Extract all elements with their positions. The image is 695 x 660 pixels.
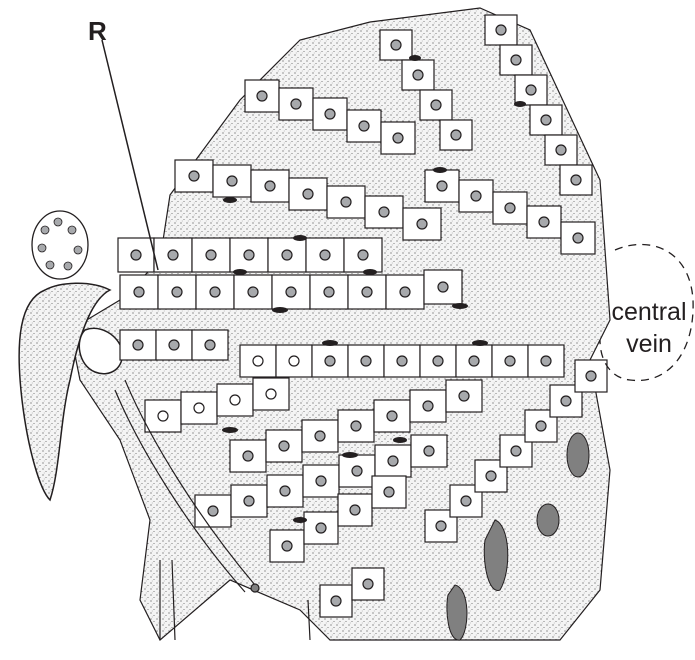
label-central-vein-line2: vein (604, 328, 694, 360)
bile-ductule-cluster (32, 211, 88, 279)
label-r-leader-line (102, 40, 158, 270)
label-central-vein-line1: central (604, 296, 694, 328)
label-r: R (88, 18, 107, 44)
hepatocyte-plate-2 (120, 270, 462, 309)
label-central-vein: central vein (604, 296, 694, 360)
